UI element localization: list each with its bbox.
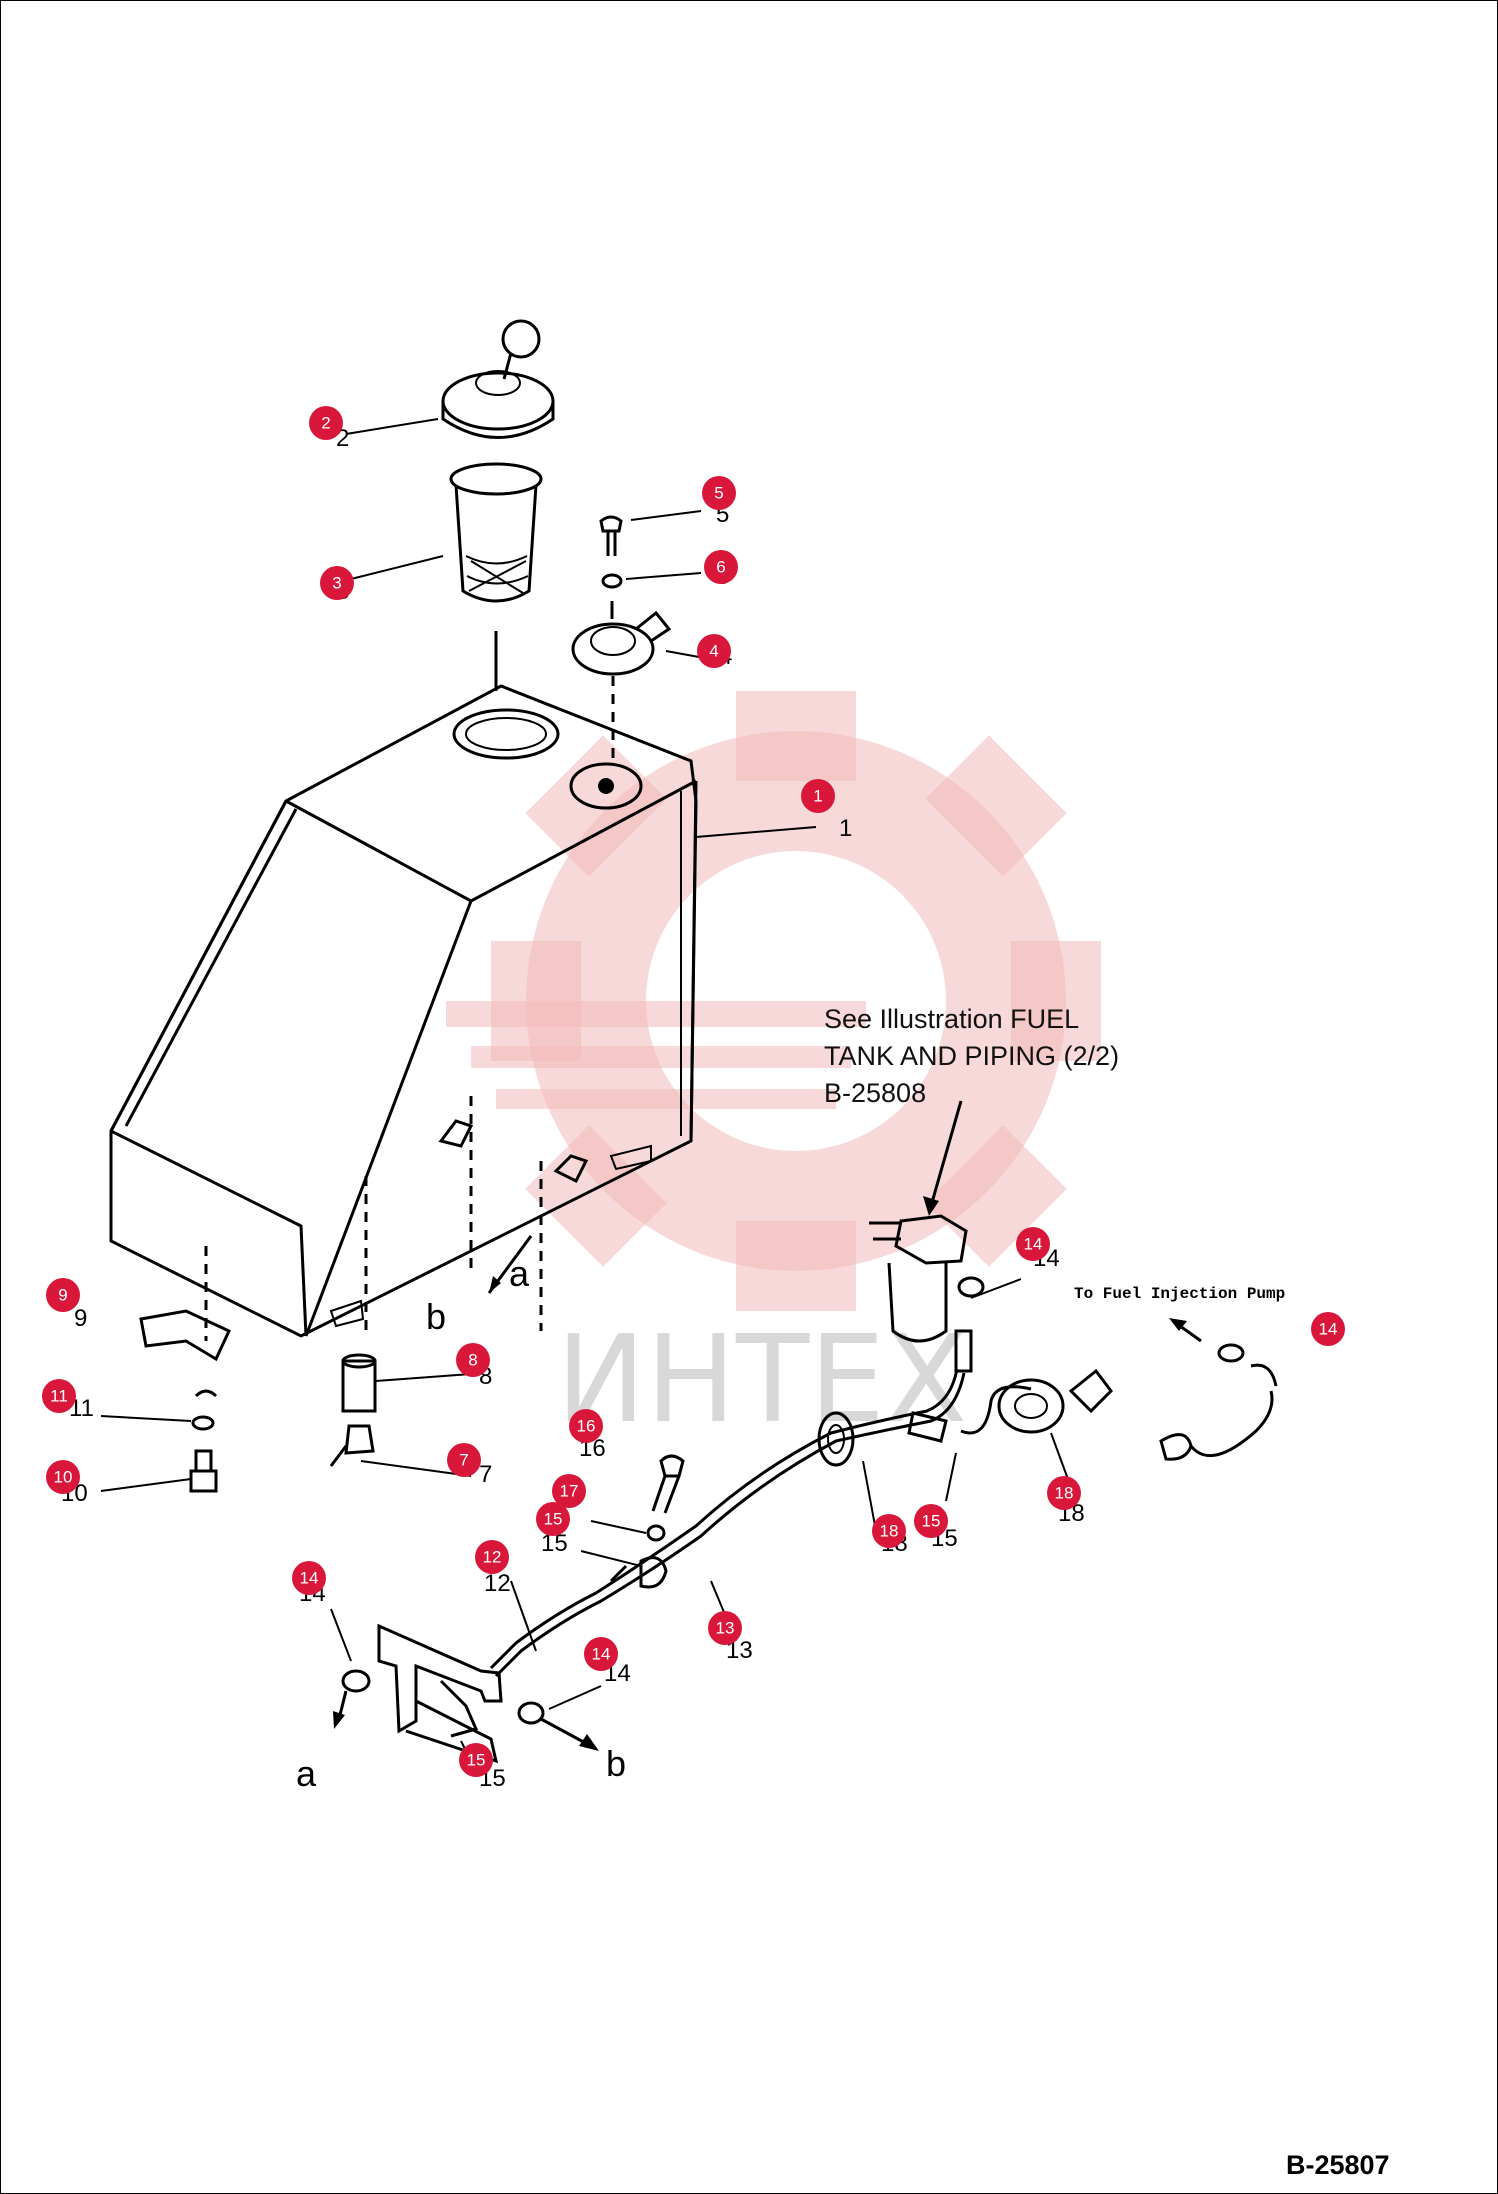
svg-text:12: 12	[483, 1548, 502, 1567]
callout-15-clamp: 15	[536, 1502, 570, 1536]
svg-text:3: 3	[332, 574, 341, 593]
callout-6: 6	[704, 550, 738, 584]
svg-text:8: 8	[468, 1351, 477, 1370]
fuel-tank	[109, 684, 698, 1338]
callout-16: 16	[569, 1409, 603, 1443]
svg-text:14: 14	[592, 1645, 611, 1664]
fuel-filter	[869, 1100, 985, 1373]
callout-14-pump: 14	[1311, 1312, 1345, 1346]
callout-14-manifold-left: 14	[292, 1561, 326, 1595]
svg-text:4: 4	[709, 642, 718, 661]
callout-10: 10	[46, 1460, 80, 1494]
drain-parts	[139, 1309, 377, 1493]
svg-text:7: 7	[459, 1451, 468, 1470]
pipe-clamp-bolt	[646, 1454, 685, 1542]
callout-7: 7	[447, 1443, 481, 1477]
svg-text:14: 14	[1319, 1320, 1338, 1339]
svg-text:15: 15	[544, 1510, 563, 1529]
filler-strainer	[449, 462, 543, 691]
callout-9: 9	[46, 1278, 80, 1312]
callout-14-filter: 14	[1016, 1227, 1050, 1261]
svg-text:6: 6	[716, 558, 725, 577]
callout-12: 12	[475, 1540, 509, 1574]
svg-text:14: 14	[300, 1569, 319, 1588]
assembly-lines	[204, 1096, 589, 1341]
reference-note-line3: B-25808	[824, 1078, 926, 1108]
callout-14-manifold-right: 14	[584, 1637, 618, 1671]
callout-8: 8	[456, 1343, 490, 1377]
connection-label-b-bottom: b	[606, 1743, 626, 1784]
svg-text:15: 15	[467, 1751, 486, 1770]
part-number-9: 9	[74, 1305, 87, 1332]
reference-note-line2: TANK AND PIPING (2/2)	[824, 1041, 1119, 1071]
svg-text:18: 18	[880, 1522, 899, 1541]
callout-18-flange: 18	[1047, 1476, 1081, 1510]
connection-label-a-bottom: a	[296, 1753, 317, 1794]
callout-1: 1	[801, 779, 835, 813]
callout-4: 4	[697, 634, 731, 668]
reference-note-line1: See Illustration FUEL	[824, 1004, 1079, 1034]
drawing-code: B-25807	[1286, 2150, 1390, 2180]
svg-text:13: 13	[716, 1619, 735, 1638]
watermark-text: ИНТЕХ	[556, 1311, 967, 1450]
svg-text:18: 18	[1055, 1484, 1074, 1503]
callout-17: 17	[552, 1474, 586, 1508]
svg-text:16: 16	[577, 1417, 596, 1436]
svg-text:17: 17	[560, 1482, 579, 1501]
connection-label-b-top: b	[426, 1296, 446, 1337]
part-number-7: 7	[479, 1461, 492, 1488]
fuel-piping	[489, 1318, 1278, 1678]
watermark-gear-logo	[446, 691, 1101, 1311]
svg-text:10: 10	[54, 1468, 73, 1487]
callout-3: 3	[320, 566, 354, 600]
callout-15-manifold: 15	[459, 1743, 493, 1777]
callout-13: 13	[708, 1611, 742, 1645]
callout-15-filter: 15	[914, 1504, 948, 1538]
sender-parts	[571, 515, 672, 761]
leader-lines	[100, 418, 1077, 1762]
svg-text:9: 9	[58, 1286, 67, 1305]
svg-text:15: 15	[922, 1512, 941, 1531]
filler-cap	[441, 319, 555, 439]
svg-text:2: 2	[321, 414, 330, 433]
callout-2: 2	[309, 406, 343, 440]
injection-pump-note: To Fuel Injection Pump	[1074, 1285, 1285, 1303]
svg-text:1: 1	[813, 787, 822, 806]
callout-11: 11	[42, 1379, 76, 1413]
manifold	[333, 1623, 599, 1764]
svg-text:11: 11	[50, 1387, 68, 1406]
svg-text:5: 5	[714, 484, 723, 503]
svg-text:14: 14	[1024, 1235, 1043, 1254]
part-number-12: 12	[484, 1570, 511, 1597]
callout-5: 5	[702, 476, 736, 510]
part-number-1: 1	[839, 815, 852, 842]
connection-label-a-top: a	[509, 1253, 530, 1294]
callout-18-grommet: 18	[872, 1514, 906, 1548]
